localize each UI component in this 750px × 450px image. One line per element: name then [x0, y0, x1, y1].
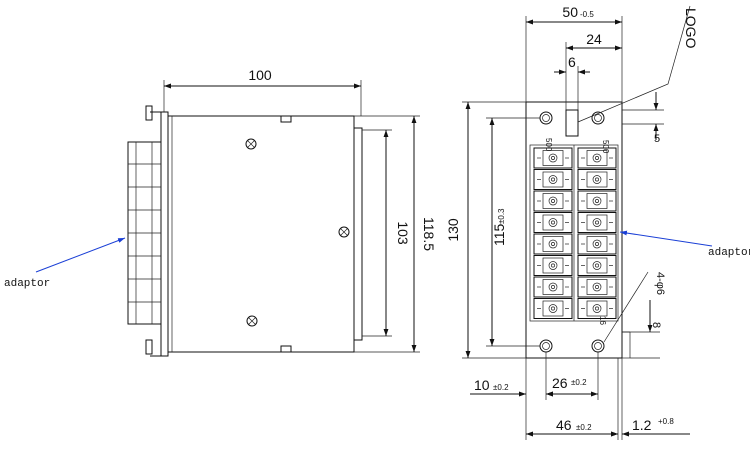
dim-front-width-tol: -0.5 [580, 10, 594, 19]
dim-thickness: 1.2 [632, 417, 652, 433]
dim-logo-width: 6 [568, 54, 576, 70]
dim-logo-height: 5 [654, 133, 660, 145]
adaptor-port [533, 298, 573, 319]
adaptor-port [533, 233, 573, 255]
adaptor-port [577, 276, 617, 298]
side-front-plate [160, 111, 169, 357]
adaptor-leader-left [35, 237, 126, 273]
adaptor-port [577, 147, 617, 169]
dim-base-width: 46 [556, 417, 572, 433]
dim-side-width: 100 [248, 67, 272, 83]
dim-side-outer-height: 118.5 [421, 217, 437, 251]
adaptor-label-left: adaptor [4, 278, 50, 290]
side-adaptor-stack [127, 141, 162, 325]
mounting-hole [539, 339, 553, 353]
dim-hole-x-tol: ±0.2 [493, 383, 509, 392]
front-plate [525, 101, 623, 359]
dim-hole-x: 10 [474, 377, 490, 393]
adaptor-port [533, 276, 573, 298]
adaptor-port [533, 147, 573, 169]
dim-side-inner-height: 103 [395, 221, 411, 245]
dim-base-width-tol: ±0.2 [576, 423, 592, 432]
screw-marker [338, 226, 350, 238]
front-view: 500 500 16 50 -0.5 24 6 LOGO 5 130 [445, 4, 750, 440]
adaptor-grid [529, 144, 619, 322]
adaptor-port [577, 298, 617, 319]
dim-front-height: 130 [445, 218, 461, 242]
adaptor-port [533, 190, 573, 212]
dim-hole-pitch-x-tol: ±0.2 [571, 378, 587, 387]
port-label-right: 500 [601, 140, 610, 154]
adaptor-port [577, 255, 617, 276]
side-body [167, 115, 355, 353]
screw-marker [246, 315, 258, 327]
logo-callout: LOGO [683, 8, 699, 49]
dim-front-width: 50 [562, 4, 578, 20]
dim-hole-pitch-y-tol: ±0.3 [497, 208, 506, 224]
dim-edge: 8 [650, 322, 662, 328]
adaptor-port [533, 169, 573, 190]
adaptor-port [577, 169, 617, 190]
dim-logo-offset: 24 [586, 31, 602, 47]
dim-hole-pitch-x: 26 [552, 375, 568, 391]
adaptor-port [577, 190, 617, 212]
dim-thickness-tol: +0.8 [658, 417, 674, 426]
adaptor-port [577, 233, 617, 255]
mounting-hole [539, 111, 553, 125]
adaptor-label-right: adaptor [708, 247, 750, 259]
adaptor-port [577, 212, 617, 233]
adaptor-leader-right [619, 230, 713, 247]
mounting-hole [591, 339, 605, 353]
adaptor-port [533, 255, 573, 276]
adaptor-port [533, 212, 573, 233]
dim-hole-pitch-y: 115 [491, 223, 507, 246]
side-view: 100 103 118.5 adaptor [4, 67, 437, 357]
hole-spec-callout: 4-φ6 [654, 272, 666, 295]
screw-marker [245, 138, 257, 150]
mounting-hole [591, 111, 605, 125]
logo-slot [565, 109, 579, 137]
